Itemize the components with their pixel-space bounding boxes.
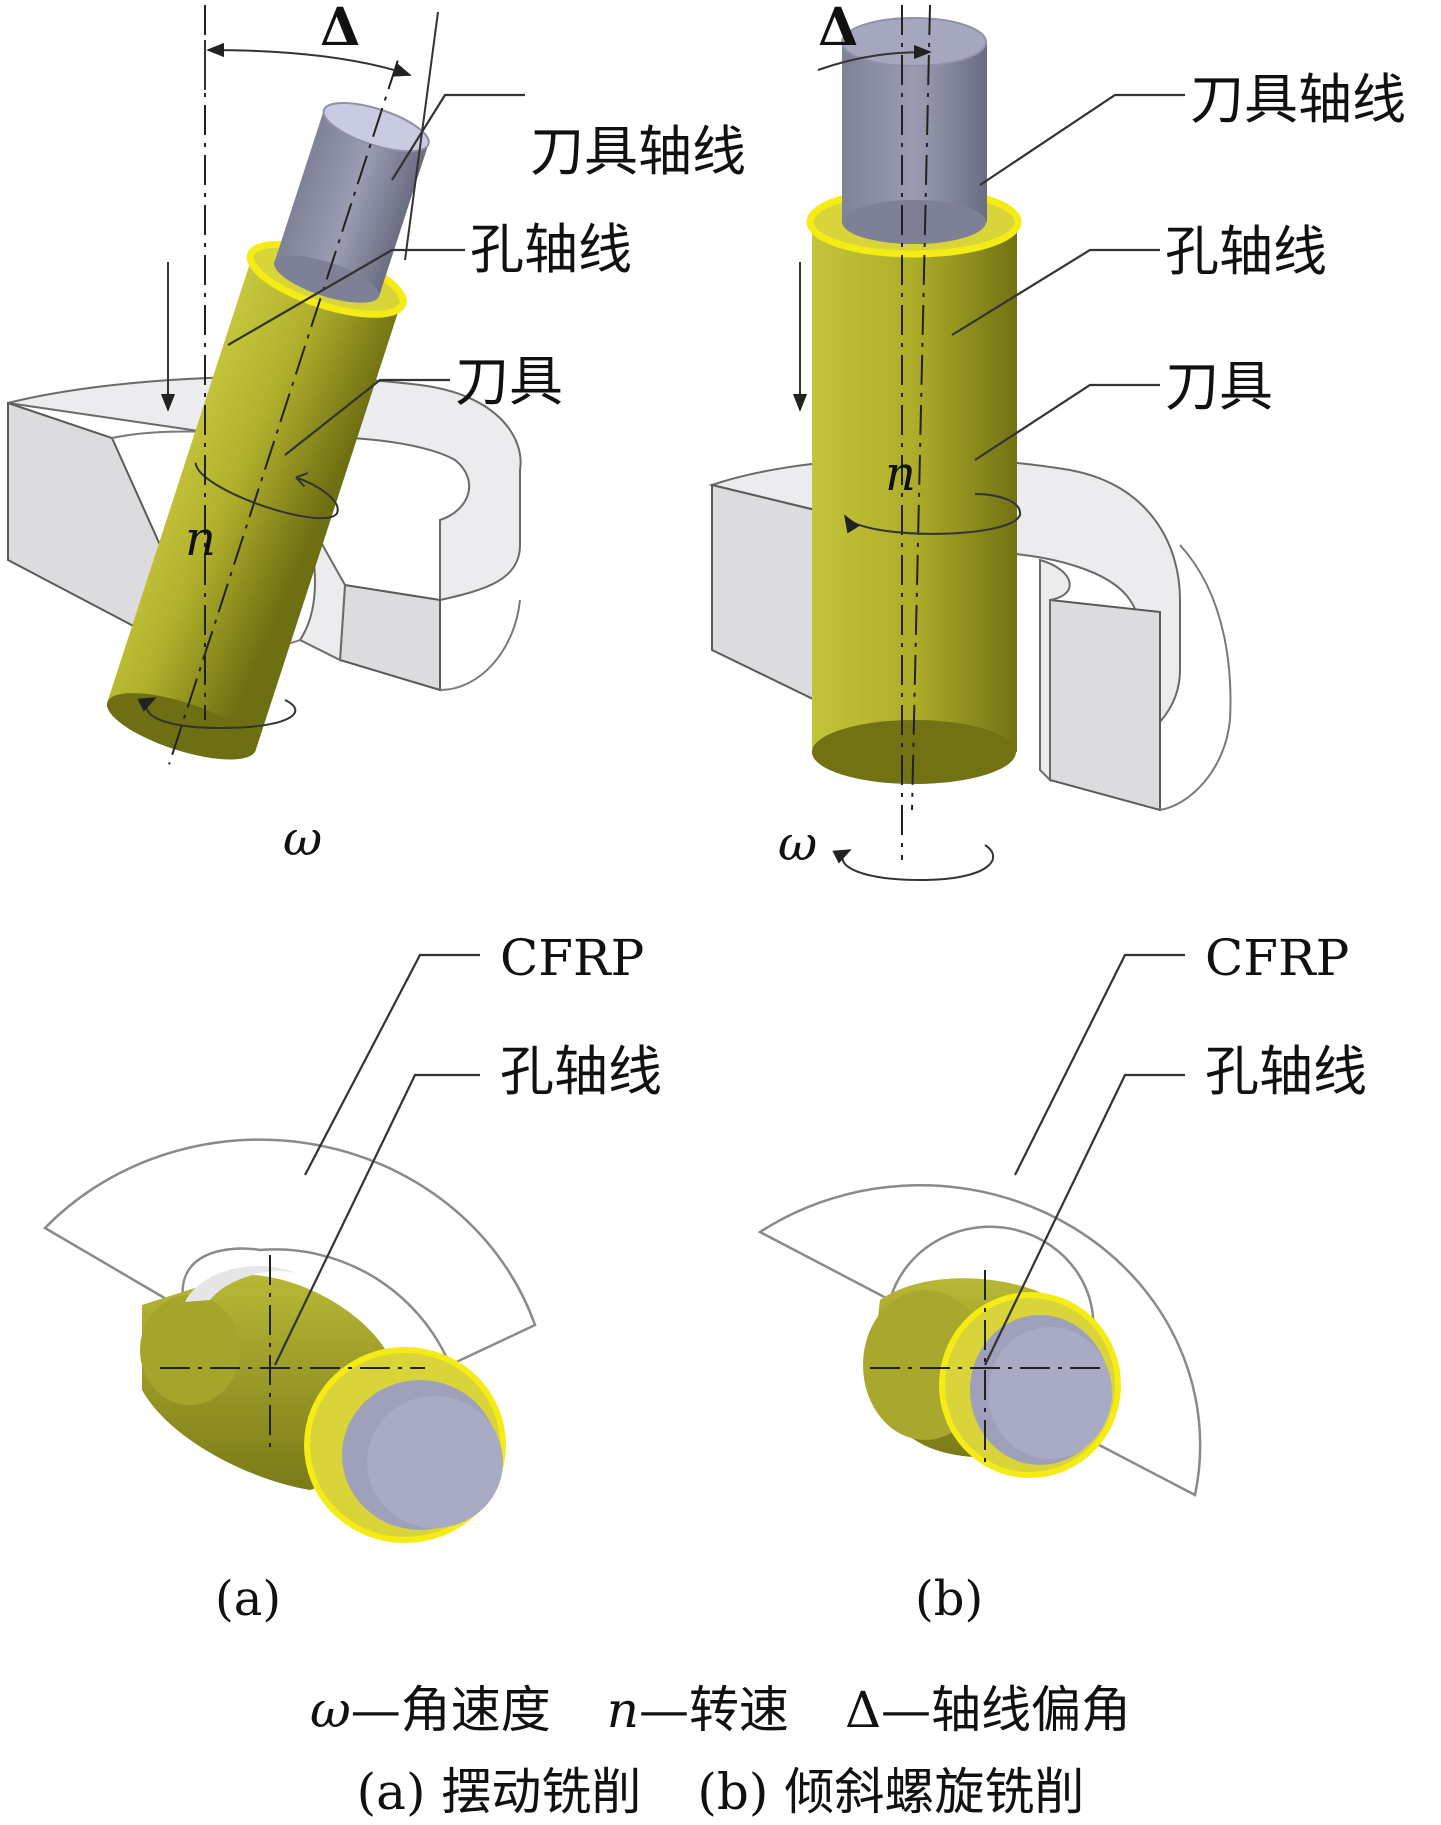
tool-axis-label-b: 刀具轴线 [1190,68,1406,131]
legend-delta-symbol: Δ [844,1681,882,1739]
workpiece-a-left-block [7,401,161,642]
subtitle-b-tag: (b) [697,1763,769,1821]
hole-axis-label-b: 孔轴线 [1165,220,1327,283]
hole-axis-label-a: 孔轴线 [470,218,632,281]
n-label-a: n [185,511,216,567]
cfrp-label-a: CFRP [500,929,644,987]
cfrp-outline-a [42,1138,537,1367]
panel-a-3d-view: Δ 刀具轴线 孔轴线 刀具 n ω [7,0,746,867]
delta-dimension-a [206,42,412,77]
tool-axis-line-b [911,4,931,811]
leader-hole-axis-b [951,248,1160,336]
panel-b-top-view: CFRP 孔轴线 (b) [757,929,1367,1627]
hole-axis-bottom-label-b: 孔轴线 [1205,1040,1367,1103]
legend-delta-text: —轴线偏角 [881,1681,1132,1739]
tool-label-a: 刀具 [455,350,563,413]
leader-cfrp-a [304,953,480,1176]
legend-n-text: —转速 [638,1681,789,1739]
legend-omega-symbol: ω [309,1681,351,1739]
subtitle-a-tag: (a) [356,1763,426,1821]
omega-label-a: ω [283,811,322,867]
n-label-b: n [885,446,916,502]
leader-tool-axis-a [391,93,525,181]
cfrp-label-b: CFRP [1205,929,1349,987]
delta-dimension-b [817,44,932,71]
leader-tool-b [974,383,1160,461]
panel-label-b: (b) [915,1571,983,1627]
leader-cfrp-b [1014,953,1185,1176]
symbol-legend: ω—角速度 n—转速 Δ—轴线偏角 [0,1670,1441,1742]
tool-shank-b [842,42,987,222]
subtitle-b-text: 倾斜螺旋铣削 [784,1763,1085,1821]
leader-hole-axis-a [227,248,465,346]
leader-hole-axis-bottom-b [984,1073,1185,1366]
panel-label-a: (a) [215,1571,281,1627]
workpiece-b-left-block [711,483,816,702]
leader-tool-axis-b [979,93,1185,186]
legend-n-symbol: n [606,1681,639,1739]
tool-top-face-b [841,17,987,67]
tool-label-b: 刀具 [1165,355,1273,418]
omega-label-b: ω [778,816,817,872]
workpiece-a-right-block [338,583,441,692]
legend-omega-text: —角速度 [350,1681,551,1739]
subtitle-a-text: 摆动铣削 [441,1763,642,1821]
figure-subtitle: (a) 摆动铣削 (b) 倾斜螺旋铣削 [0,1752,1441,1824]
delta-label-b: Δ [818,0,858,58]
panel-b-3d-view: Δ 刀具轴线 孔轴线 刀具 n ω [708,0,1406,882]
leader-hole-axis-bottom-a [274,1073,480,1366]
delta-label-a: Δ [320,0,360,58]
panel-a-top-view: CFRP 孔轴线 (a) [42,929,662,1627]
workpiece-b-right-block [1049,598,1161,812]
leader-tool-a [284,378,450,456]
hole-axis-bottom-label-a: 孔轴线 [500,1040,662,1103]
tool-axis-label-a: 刀具轴线 [530,120,746,183]
